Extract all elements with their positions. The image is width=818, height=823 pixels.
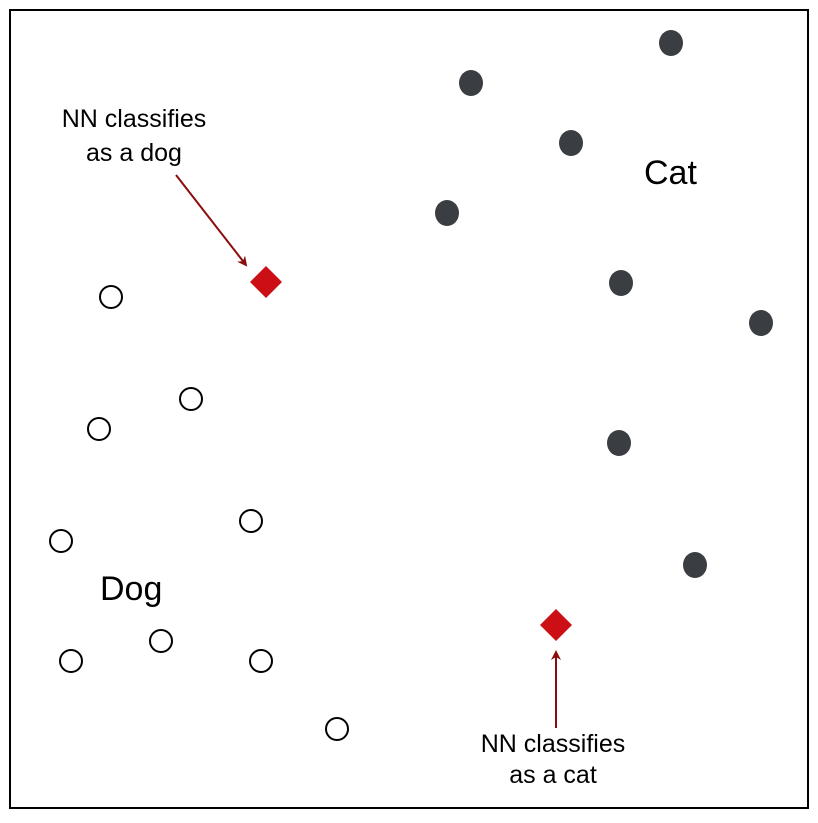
cat-point: [659, 30, 683, 56]
dog-point: [149, 629, 173, 653]
dog-cluster-label: Dog: [100, 570, 162, 608]
dog-point: [87, 417, 111, 441]
dog-point: [239, 509, 263, 533]
dog-point: [179, 387, 203, 411]
dog-note-line-1: NN classifies: [62, 105, 206, 133]
cat-note-line-2: as a cat: [509, 761, 597, 789]
dog-point: [99, 285, 123, 309]
cat-point: [435, 200, 459, 226]
dog-point: [59, 649, 83, 673]
dog-note-line-2: as a dog: [86, 139, 182, 167]
cat-points: [435, 30, 773, 578]
query-point-dog: [250, 266, 282, 298]
cat-point: [609, 270, 633, 296]
dog-point: [325, 717, 349, 741]
dog-point: [249, 649, 273, 673]
cat-note-line-1: NN classifies: [481, 730, 625, 758]
arrow-to-dog-query: [175, 174, 248, 267]
cat-point: [749, 310, 773, 336]
diagram-frame: [9, 9, 809, 809]
cat-cluster-label: Cat: [644, 154, 697, 192]
cat-point: [683, 552, 707, 578]
cat-point: [559, 130, 583, 156]
cat-point: [459, 70, 483, 96]
dog-point: [49, 529, 73, 553]
dog-points: [49, 285, 349, 741]
cat-point: [607, 430, 631, 456]
query-point-cat: [540, 609, 572, 641]
